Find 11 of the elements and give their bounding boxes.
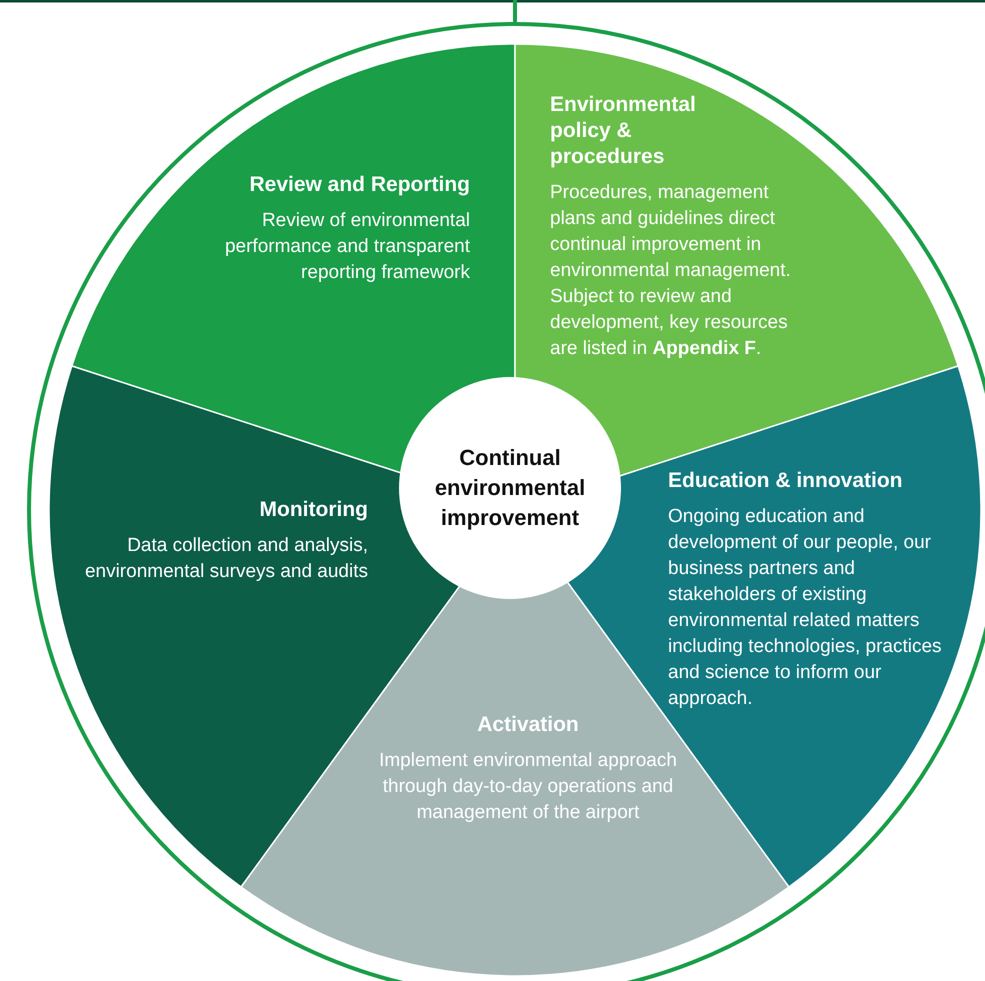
- segment-heading: Education & innovation: [668, 468, 904, 494]
- segment-heading: Review and Reporting: [248, 172, 470, 198]
- center-title: Continual environmental improvement: [434, 444, 586, 532]
- segment-description: Implement environmental approach through day-to-day operations and management of the airport: [378, 749, 678, 825]
- segment-description: Review of environmental performance and transparent reporting framework: [224, 209, 470, 285]
- segment-heading: Environmental policy & procedures: [550, 92, 697, 170]
- segment-description: Procedures, management plans and guidelines direct continual improvement in environmental management. Subject to review and development, key resources are listed in Appendix F.: [550, 181, 792, 361]
- segment-description: Ongoing education and development of our people, our business partners and stakeholders of existing environmental related matters including technologies, practices and science to inform our approach.: [668, 505, 943, 711]
- segment-heading: Activation: [476, 712, 580, 738]
- segment-heading: Monitoring: [258, 497, 368, 523]
- segment-description: Data collection and analysis, environmental surveys and audits: [84, 534, 368, 584]
